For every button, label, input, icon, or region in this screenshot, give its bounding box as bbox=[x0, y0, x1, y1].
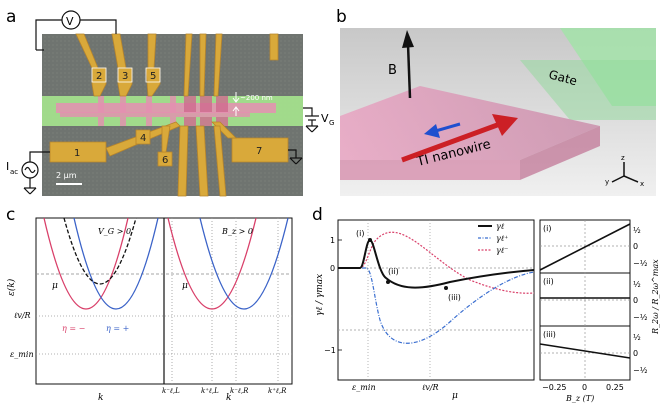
side-label-i: (i) bbox=[543, 224, 551, 233]
side-xtick-0: 0 bbox=[582, 383, 587, 392]
legend-minus: γℓ⁻ bbox=[496, 246, 508, 255]
marker-i: (i) bbox=[356, 229, 364, 238]
width-annotation: ~200 nm bbox=[240, 94, 273, 102]
side-ytick-half-3: ½ bbox=[633, 333, 641, 342]
panel-d-xtick-emin: ε_min bbox=[352, 383, 376, 392]
current-source-label: I bbox=[6, 160, 9, 173]
panel-d-xtick-lv: ℓv/R bbox=[422, 383, 439, 392]
nanowire-slab bbox=[340, 86, 600, 160]
panel-c-left-title: V_G > 0 bbox=[98, 227, 131, 236]
panel-c-mu-left: μ bbox=[52, 281, 58, 291]
pad-label-7: 7 bbox=[256, 146, 262, 157]
side-ytick-mhalf-1: −½ bbox=[633, 259, 648, 268]
pad-label-6: 6 bbox=[162, 155, 168, 166]
side-xlabel: B_z (T) bbox=[565, 394, 594, 403]
panel-d-side-plot bbox=[539, 219, 631, 381]
panel-a-device-image: 2 3 5 4 6 1 7 ~200 nm 2 μm bbox=[42, 33, 303, 197]
current-arrow-blue bbox=[424, 124, 440, 138]
width-annotation-arrows bbox=[232, 92, 240, 116]
gate-voltage-label: V bbox=[321, 112, 329, 125]
panel-c-xtick-2: k⁻ℓ,R bbox=[230, 387, 249, 395]
legend-plus: γℓ⁺ bbox=[496, 234, 508, 243]
axis-z: z bbox=[621, 154, 625, 162]
marker-ii: (ii) bbox=[388, 267, 399, 276]
panel-c-xlabel-left: k bbox=[98, 393, 103, 403]
current-source-circuit bbox=[21, 149, 303, 195]
panel-c-label: c bbox=[6, 205, 15, 225]
panel-d-main-plot bbox=[337, 219, 535, 381]
side-ytick-half-1: ½ bbox=[633, 226, 641, 235]
side-ylabel: R_2ω / R_2ω^max bbox=[651, 259, 660, 335]
panel-b-label: b bbox=[336, 7, 347, 27]
pad-label-4: 4 bbox=[140, 133, 146, 144]
gate-voltage-circuit bbox=[303, 107, 319, 133]
side-ytick-zero-3: 0 bbox=[633, 349, 638, 358]
panel-c-xtick-0: k⁻ℓ,L bbox=[162, 387, 180, 395]
side-label-iii: (iii) bbox=[543, 330, 556, 339]
axis-x: x bbox=[640, 180, 644, 188]
panel-a-label: a bbox=[6, 7, 16, 27]
scale-bar-label: 2 μm bbox=[56, 171, 77, 180]
panel-c-ytick-emin: ε_min bbox=[10, 350, 34, 359]
field-arrow bbox=[402, 30, 414, 48]
current-arrow-red bbox=[492, 114, 518, 136]
side-ytick-half-2: ½ bbox=[633, 280, 641, 289]
pad-label-5: 5 bbox=[150, 71, 156, 82]
panel-d-ytick-1: 1 bbox=[330, 236, 335, 245]
panel-c-xtick-3: k⁺ℓ,R bbox=[268, 387, 287, 395]
panel-d-ylabel: γℓ / γmax bbox=[315, 274, 325, 316]
panel-c-xlabel-right: k bbox=[226, 393, 231, 403]
marker-iii: (iii) bbox=[448, 293, 461, 302]
panel-d-ytick-m1: −1 bbox=[324, 346, 336, 355]
axis-y: y bbox=[605, 178, 609, 186]
gate-voltage-sub: G bbox=[329, 119, 334, 127]
panel-d-ytick-0: 0 bbox=[330, 264, 335, 273]
side-ytick-mhalf-2: −½ bbox=[633, 313, 648, 322]
panel-d-label: d bbox=[312, 205, 323, 225]
side-xtick-025: 0.25 bbox=[606, 383, 624, 392]
panel-c-ytick-lv: ℓv/R bbox=[14, 311, 31, 320]
current-source-sub: ac bbox=[10, 168, 18, 176]
eta-minus-label: η = − bbox=[62, 324, 85, 333]
side-ytick-zero-1: 0 bbox=[633, 242, 638, 251]
panel-d-legend bbox=[478, 225, 492, 251]
panel-c-ylabel: ε(k) bbox=[6, 278, 17, 296]
panel-c-plot bbox=[35, 217, 293, 385]
side-ytick-mhalf-3: −½ bbox=[633, 366, 648, 375]
side-ytick-zero-2: 0 bbox=[633, 296, 638, 305]
field-label: B bbox=[388, 63, 397, 78]
panel-c-xtick-1: k⁺ℓ,L bbox=[201, 387, 219, 395]
pad-label-2: 2 bbox=[96, 71, 102, 82]
panel-d-xlabel: μ bbox=[452, 391, 458, 401]
pad-label-1: 1 bbox=[74, 148, 80, 159]
voltmeter-symbol: V bbox=[66, 15, 74, 28]
panel-b-render: Gate TI nanowire B z y x bbox=[340, 28, 656, 196]
pad-label-3: 3 bbox=[122, 71, 128, 82]
nanowire bbox=[56, 103, 276, 113]
panel-c-mu-right: μ bbox=[182, 281, 188, 291]
eta-plus-label: η = + bbox=[106, 324, 129, 333]
side-label-ii: (ii) bbox=[543, 277, 554, 286]
side-xtick-m025: −0.25 bbox=[542, 383, 567, 392]
axes-triad bbox=[611, 162, 639, 183]
legend-total: γℓ bbox=[496, 222, 505, 231]
voltmeter-circuit bbox=[35, 10, 117, 51]
panel-c-right-title: B_z > 0 bbox=[221, 227, 253, 236]
